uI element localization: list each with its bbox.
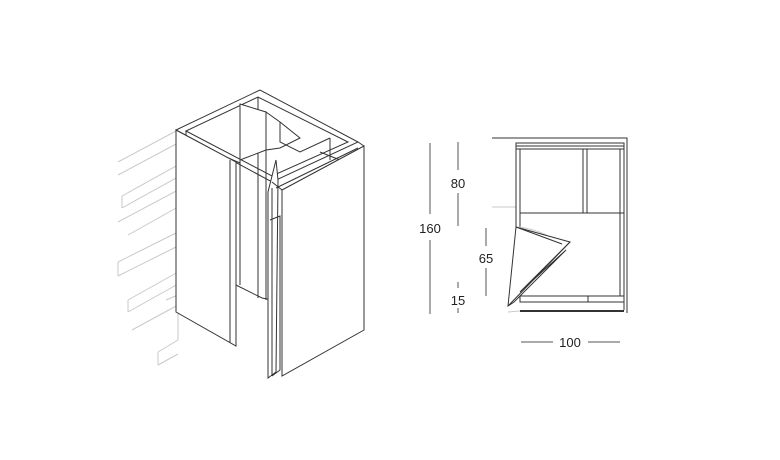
width-dimension: 100 <box>521 335 620 350</box>
dimension-lower-height: 15 <box>451 293 465 308</box>
dimension-upper-height: 80 <box>451 176 465 191</box>
cabinet-plan-view <box>492 137 628 313</box>
dimension-middle-height: 65 <box>479 251 493 266</box>
cabinet-isometric <box>174 89 365 379</box>
dimension-width: 100 <box>559 335 581 350</box>
height-dimensions: 160 80 65 15 <box>419 142 493 314</box>
dimension-overall-height: 160 <box>419 221 441 236</box>
